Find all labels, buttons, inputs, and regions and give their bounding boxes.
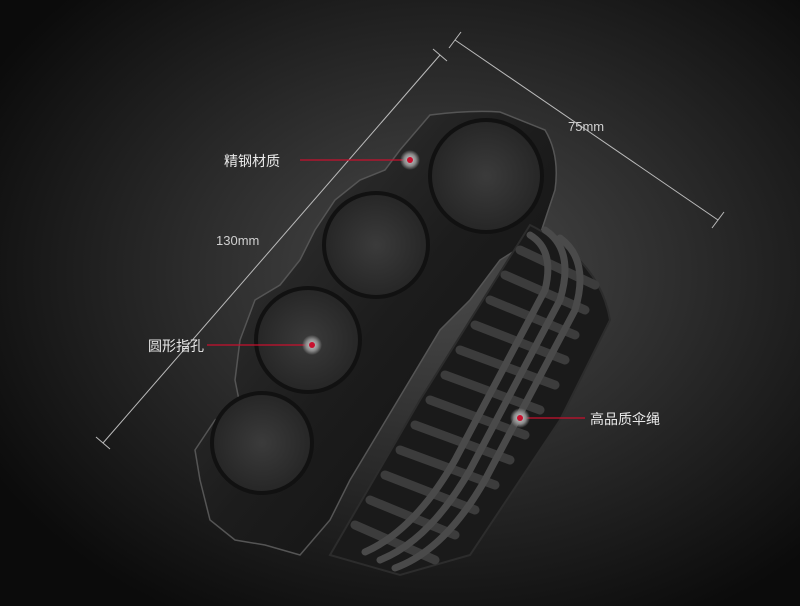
callout-dots xyxy=(302,150,530,428)
finger-hole xyxy=(428,118,544,234)
paracord-wrap xyxy=(328,223,612,577)
width-dimension-label: 75mm xyxy=(568,119,605,134)
dimension-lines xyxy=(95,31,725,450)
callout-finger-holes: 圆形指孔 xyxy=(148,339,204,355)
callout-paracord: 高品质伞绳 xyxy=(590,412,660,428)
finger-hole xyxy=(210,391,314,495)
length-dimension-label: 130mm xyxy=(216,233,260,248)
callout-lines xyxy=(207,159,585,419)
callout-steel-material: 精钢材质 xyxy=(224,154,280,170)
finger-hole xyxy=(322,191,430,299)
